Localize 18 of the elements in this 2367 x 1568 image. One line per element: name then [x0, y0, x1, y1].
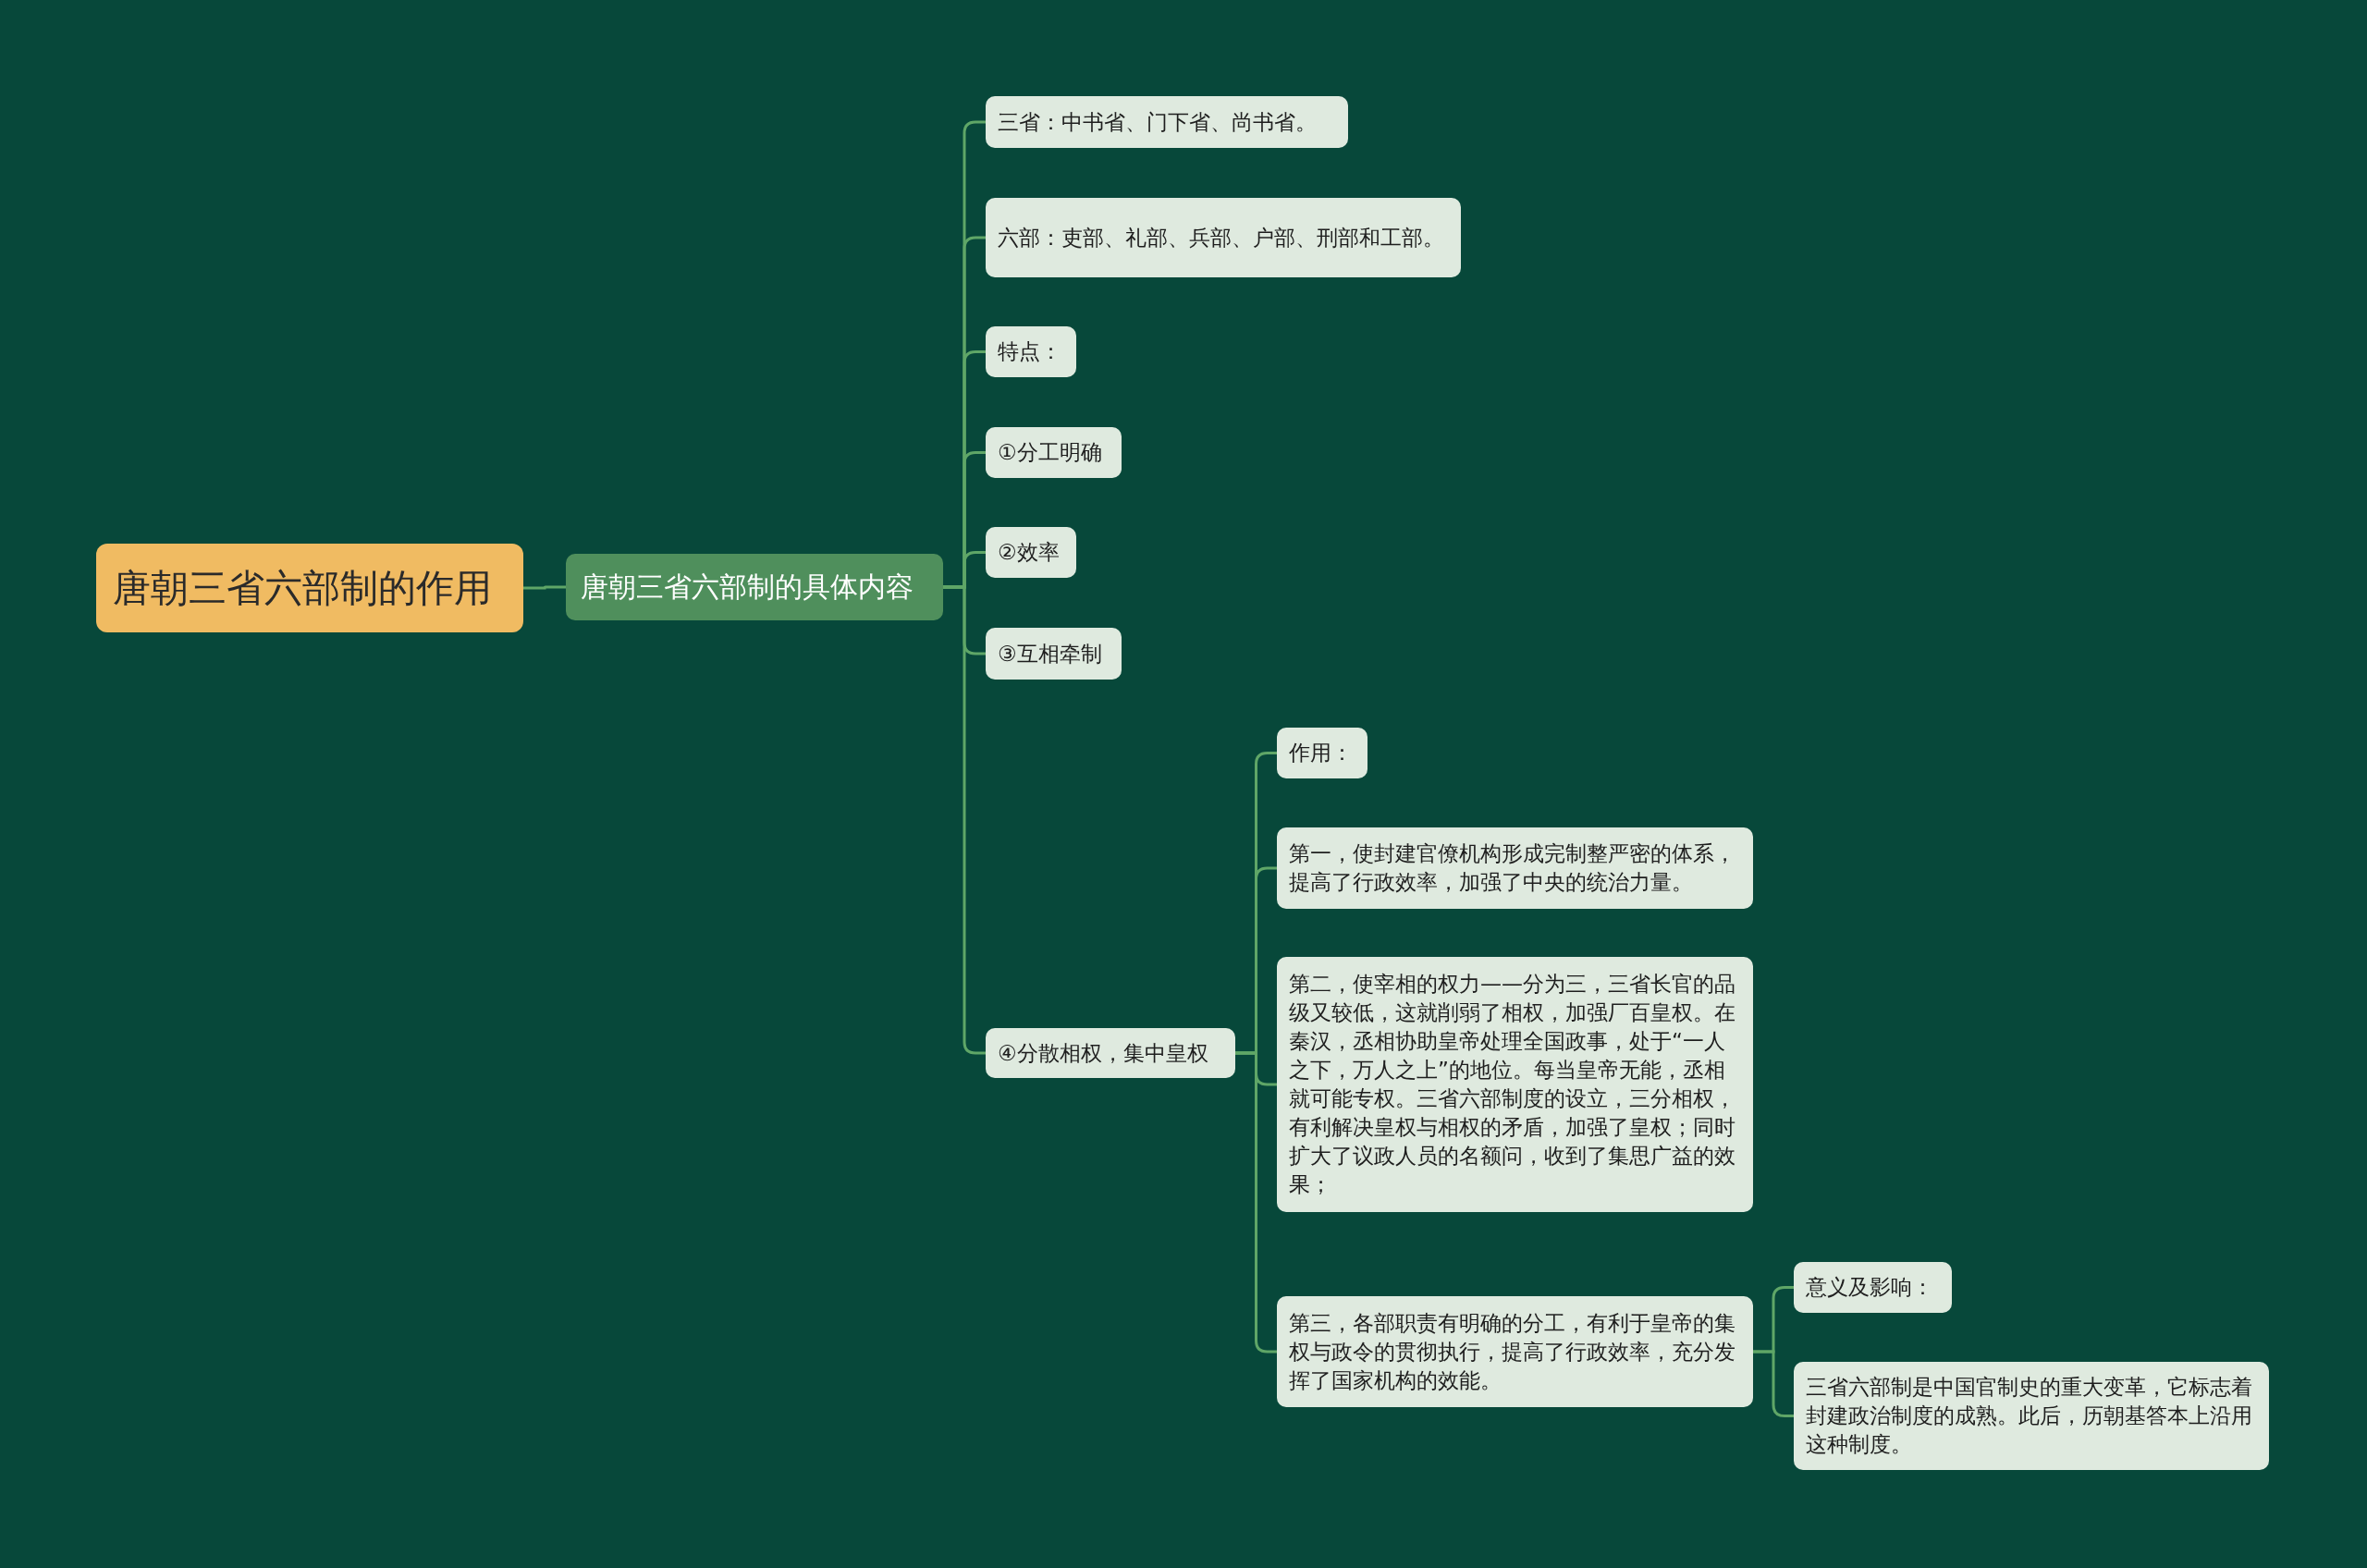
connector-line [523, 585, 566, 590]
topic-card: 特点： [986, 326, 1076, 377]
topic-card: 第三，各部职责有明确的分工，有利于皇帝的集权与政令的贯彻执行，提高了行政效率，充分发挥了国家机构的效能。 [1277, 1296, 1753, 1407]
topic-card: 作用： [1277, 728, 1367, 778]
topic-card: 三省：中书省、门下省、尚书省。 [986, 96, 1348, 148]
topic-card: ④分散相权，集中皇权 [986, 1028, 1235, 1078]
topic-card: 三省六部制是中国官制史的重大变革，它标志着封建政治制度的成熟。此后，历朝基答本上沿用这种制度。 [1794, 1362, 2269, 1470]
topic-card: ②效率 [986, 527, 1076, 578]
topic-card: ③互相牵制 [986, 628, 1122, 680]
main-topic: 唐朝三省六部制的具体内容 [566, 554, 943, 620]
topic-card: 第二，使宰相的权力——分为三，三省长官的品级又较低，这就削弱了相权，加强厂百皇权。在秦汉，丞相协助皇帝处理全国政事，处于“一人之下，万人之上”的地位。每当皇帝无能，丞相就可能专权。三省六部制度的设立，三分相权，有利解决皇权与相权的矛盾，加强了皇权；同时扩大了议政人员的名额问，收到了集思广益的效果； [1277, 957, 1753, 1212]
topic-card: ①分工明确 [986, 427, 1122, 478]
connector-line [1235, 1051, 1277, 1354]
topic-card: 第一，使封建官僚机构形成完制整严密的体系，提高了行政效率，加强了中央的统治力量。 [1277, 827, 1753, 909]
central-topic: 唐朝三省六部制的作用 [96, 544, 523, 632]
topic-card: 意义及影响： [1794, 1262, 1952, 1313]
topic-card: 六部：吏部、礼部、兵部、户部、刑部和工部。 [986, 198, 1461, 277]
connector-line [1753, 1350, 1794, 1417]
